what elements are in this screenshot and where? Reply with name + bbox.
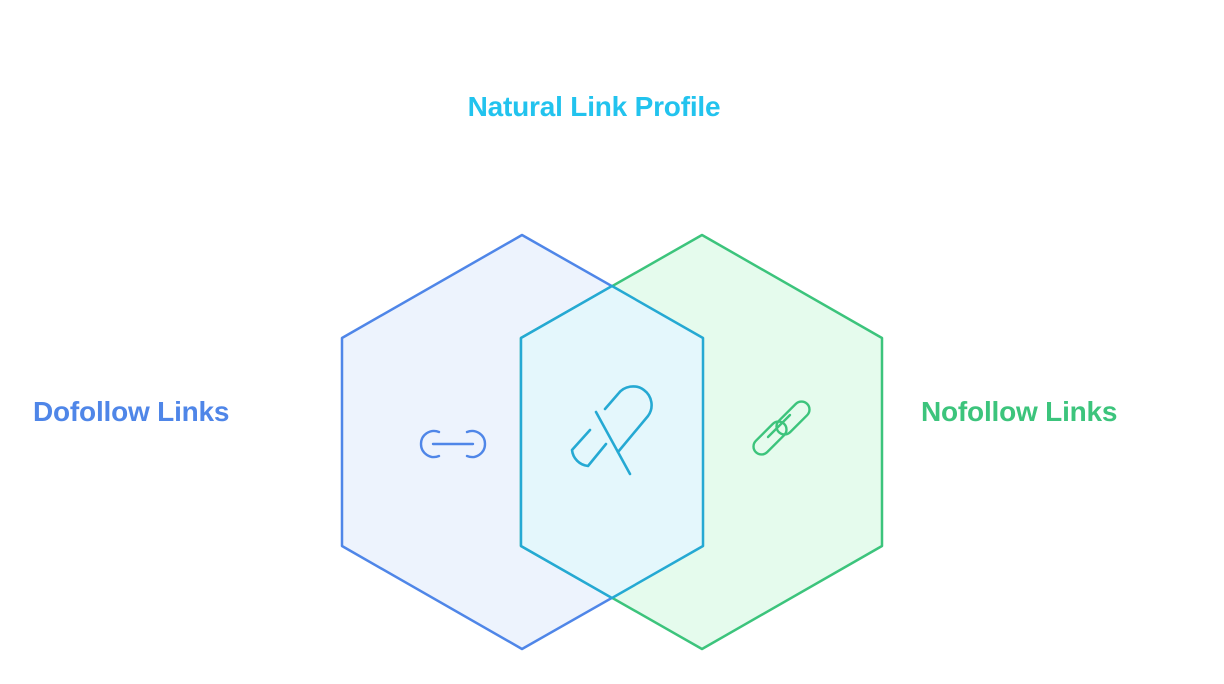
broken-link-icon [570, 385, 653, 476]
chain-link-icon [752, 400, 811, 456]
dofollow-label: Dofollow Links [33, 396, 230, 427]
nofollow-label: Nofollow Links [921, 396, 1118, 427]
diagram-title: Natural Link Profile [467, 91, 721, 122]
link-icon [419, 429, 487, 459]
